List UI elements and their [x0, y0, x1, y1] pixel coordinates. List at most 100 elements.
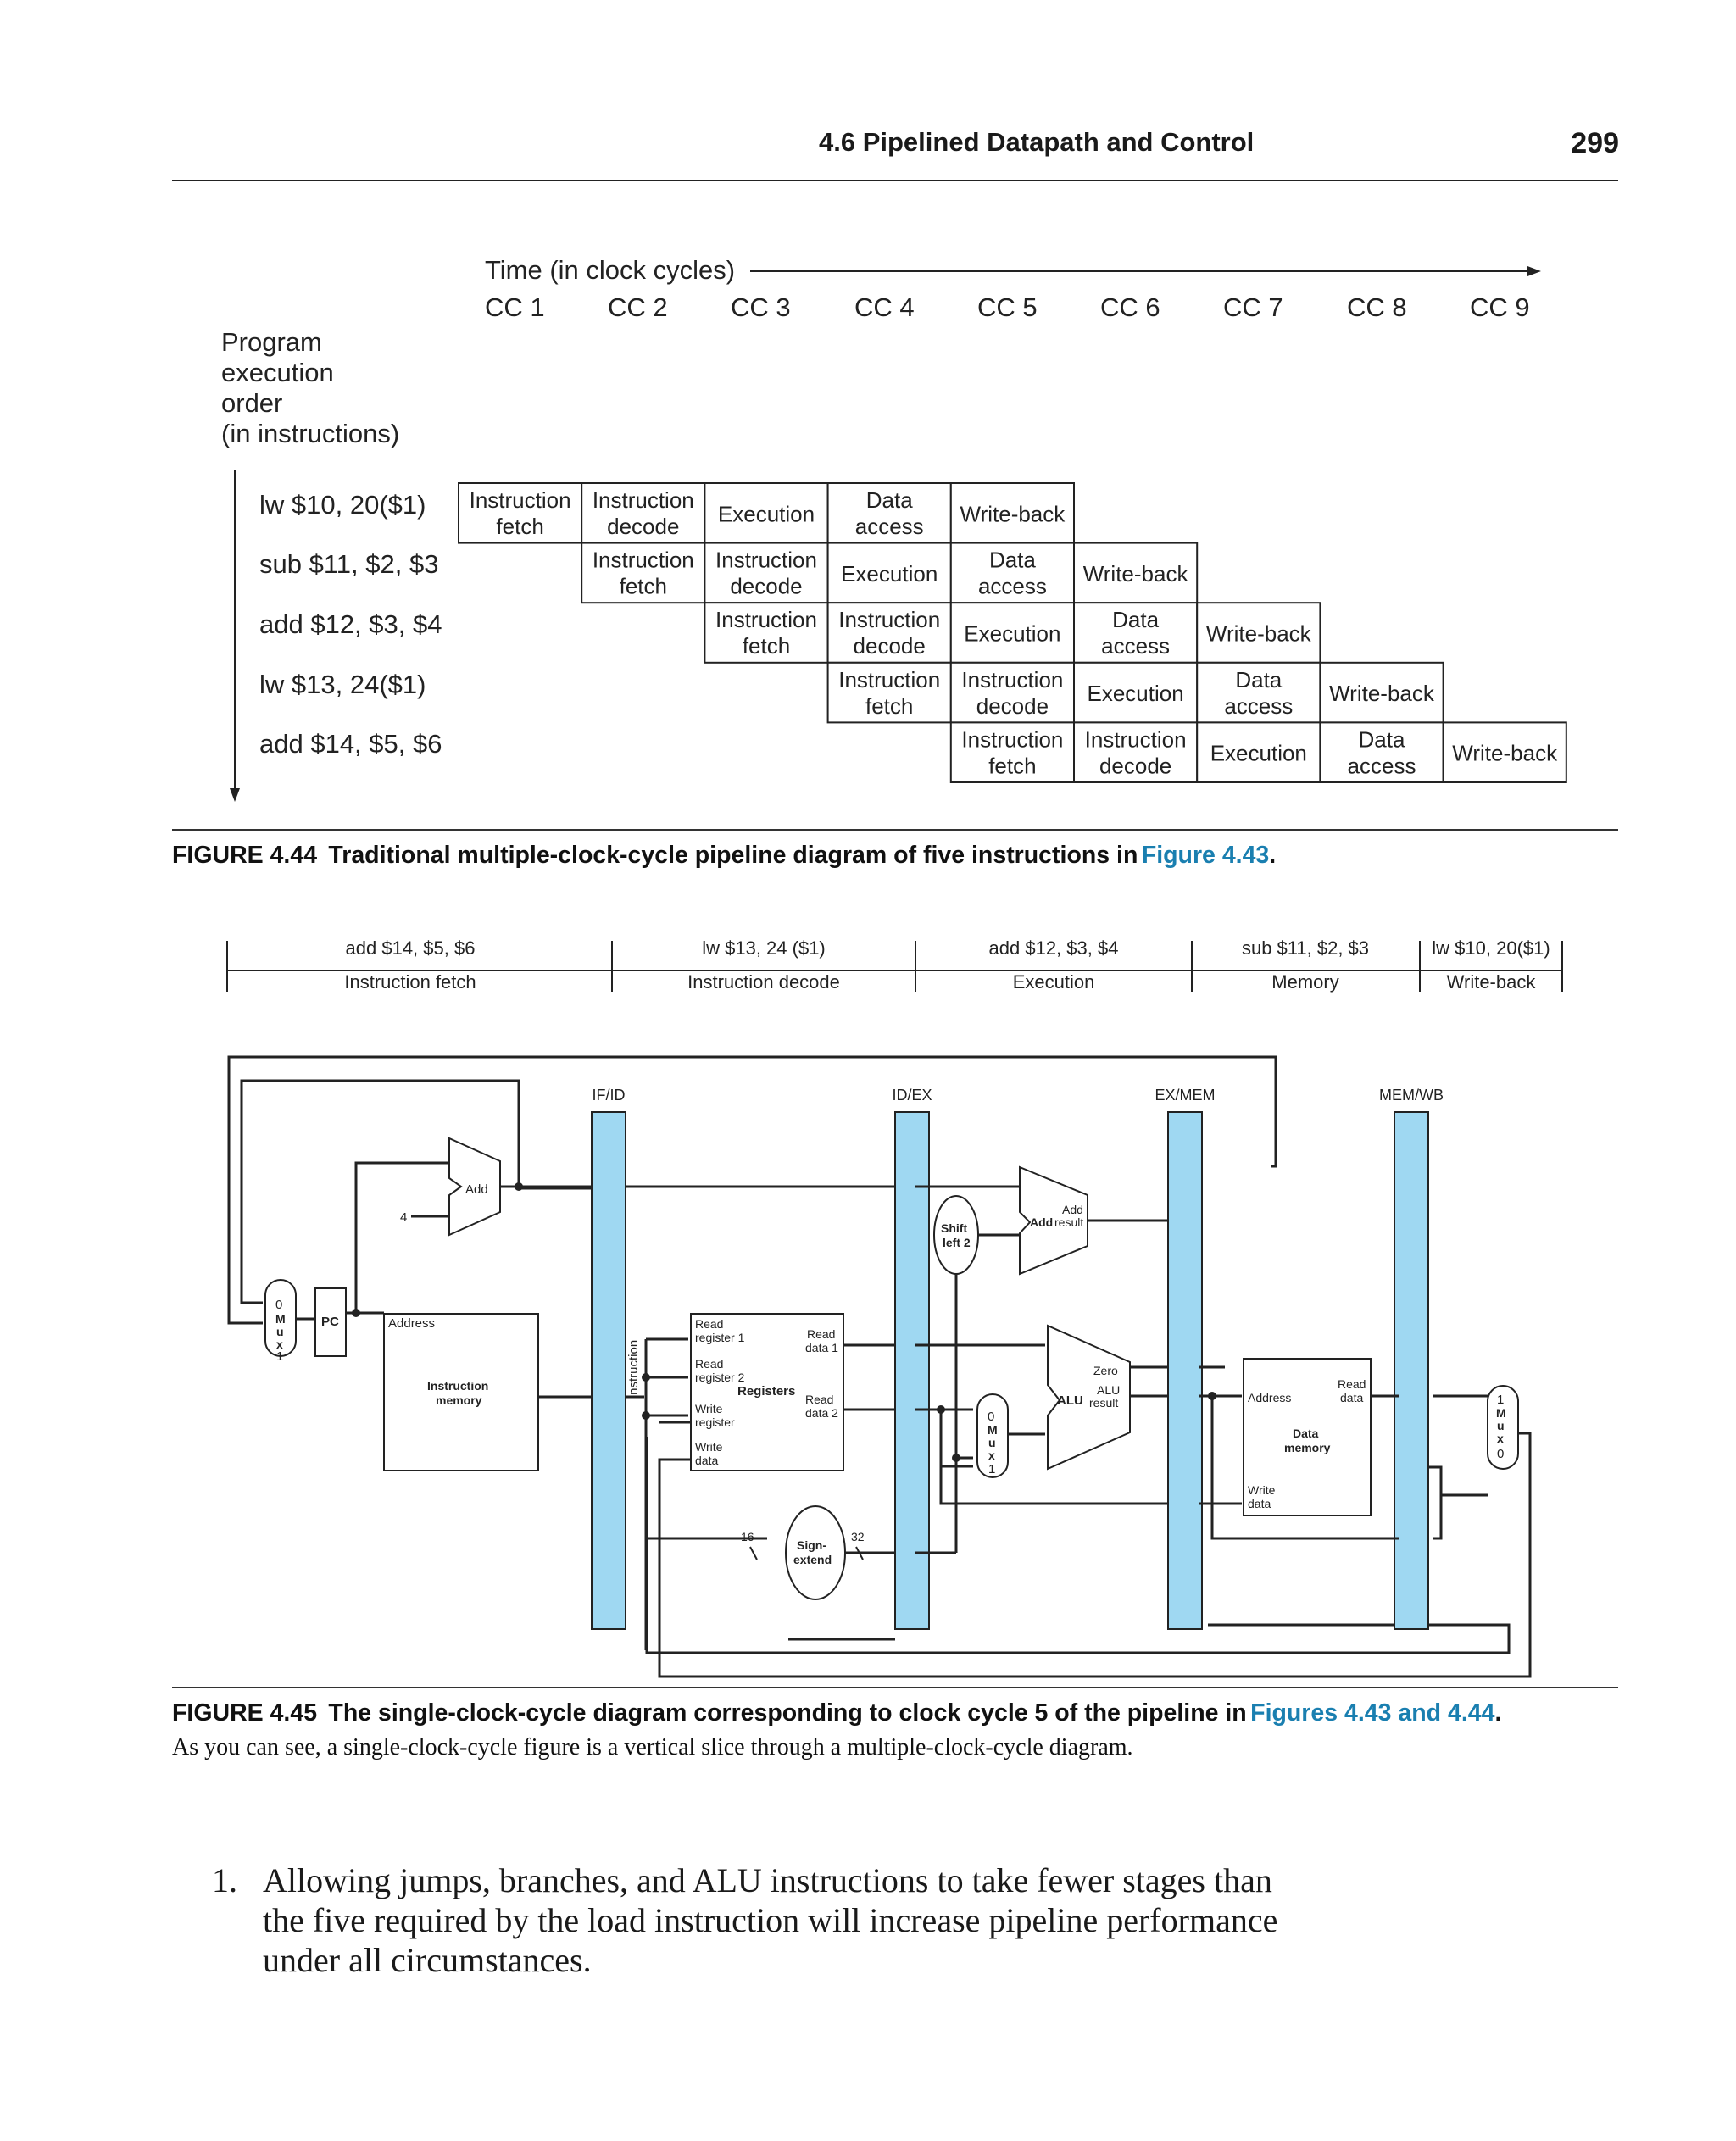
question-number: 1. — [212, 1861, 237, 1899]
instruction-label: sub $11, $2, $3 — [259, 549, 438, 579]
instruction-label: add $14, $5, $6 — [259, 729, 442, 759]
stage-cell — [581, 482, 706, 544]
stage-cell-label: Write-back — [1083, 561, 1189, 587]
svg-text:register 2: register 2 — [695, 1371, 745, 1384]
cycle-label: CC 5 — [977, 292, 1038, 322]
svg-text:PC: PC — [321, 1315, 339, 1329]
order-label-4: (in instructions) — [221, 419, 399, 448]
stage-cell-label: Execution — [1088, 681, 1184, 706]
stage-cell — [1073, 661, 1199, 724]
wire-junction — [952, 1454, 960, 1462]
pipeline-register — [1394, 1111, 1429, 1630]
time-label: Time (in clock cycles) — [485, 255, 735, 285]
svg-text:memory: memory — [1284, 1441, 1331, 1454]
svg-text:Data: Data — [1293, 1426, 1319, 1440]
stage-name: Instruction decode — [687, 971, 840, 993]
svg-text:M: M — [275, 1312, 286, 1326]
stage-cell — [704, 602, 829, 664]
stage-cell-label: access — [1348, 753, 1416, 778]
stage-cell-label: decode — [854, 633, 926, 659]
alu: ALU Zero ALU result — [1047, 1324, 1168, 1471]
order-label-2: execution — [221, 358, 334, 387]
figure-4-45-rule — [172, 1687, 1618, 1688]
stage-cell-label: access — [978, 574, 1047, 599]
stage-cell — [949, 661, 1076, 724]
instruction-memory: Address Instruction memory — [383, 1313, 592, 1471]
svg-text:data 2: data 2 — [805, 1406, 838, 1420]
branch-adder: Add Add result — [1019, 1165, 1088, 1276]
figure-4-43-link[interactable]: Figure 4.43 — [1141, 842, 1270, 869]
svg-text:Address: Address — [1248, 1391, 1291, 1404]
svg-text:Read: Read — [695, 1317, 723, 1331]
stage-cell-label: access — [855, 514, 924, 539]
svg-text:Registers: Registers — [737, 1384, 795, 1399]
stage-cell-label: Instruction — [593, 548, 694, 573]
stage-cell-label: Data — [989, 548, 1036, 573]
pipeline-register-label: IF/ID — [593, 1087, 626, 1104]
stage-cell — [704, 542, 829, 604]
svg-text:Zero: Zero — [1093, 1364, 1118, 1377]
stage-cell — [704, 482, 829, 544]
stage-cell — [826, 482, 952, 544]
svg-text:data 1: data 1 — [805, 1341, 838, 1354]
stage-name: Instruction fetch — [344, 971, 476, 993]
svg-text:register 1: register 1 — [695, 1331, 745, 1344]
figure-4-45-label: FIGURE 4.45 — [172, 1699, 318, 1727]
instruction-label: add $12, $3, $4 — [259, 609, 442, 639]
stage-cell — [1073, 721, 1199, 784]
stage-cell-label: Data — [866, 487, 913, 513]
cycle-label: CC 7 — [1223, 292, 1283, 322]
stage-cell-label: Instruction — [961, 726, 1063, 752]
pipeline-register — [1167, 1111, 1203, 1630]
stage-cell-label: Instruction — [1085, 726, 1187, 752]
stage-instruction: sub $11, $2, $3 — [1242, 937, 1369, 959]
shift-left-2: Shift left 2 — [933, 1195, 979, 1275]
cycle-label: CC 4 — [854, 292, 915, 322]
order-arrow-head — [230, 788, 240, 802]
stage-cell-label: decode — [730, 574, 802, 599]
svg-text:Write: Write — [695, 1402, 723, 1415]
stage-cell-label: Instruction — [715, 607, 817, 632]
time-arrow-head — [1527, 266, 1541, 276]
svg-text:data: data — [1248, 1497, 1271, 1510]
cycle-label: CC 8 — [1347, 292, 1407, 322]
svg-text:Sign-: Sign- — [797, 1538, 826, 1552]
pipeline-register-label: MEM/WB — [1379, 1087, 1444, 1104]
cycle-label: CC 2 — [608, 292, 668, 322]
caption-period: . — [1269, 842, 1277, 869]
svg-text:0: 0 — [1497, 1447, 1504, 1461]
stage-name: Write-back — [1447, 971, 1537, 993]
stage-cell-label: Execution — [718, 501, 815, 526]
running-head: 4.6 Pipelined Datapath and Control — [819, 127, 1255, 157]
instruction-label: lw $10, 20($1) — [259, 490, 426, 520]
svg-text:Write: Write — [695, 1440, 723, 1454]
stage-cell — [949, 482, 1076, 544]
order-label-3: order — [221, 388, 282, 418]
stage-cell-label: Data — [1112, 607, 1159, 632]
svg-text:Read: Read — [1338, 1377, 1366, 1391]
stage-instruction: lw $13, 24 ($1) — [702, 937, 826, 959]
svg-text:result: result — [1089, 1396, 1118, 1410]
pc-register: PC — [314, 1287, 384, 1357]
stage-cell-label: Execution — [1210, 741, 1307, 766]
svg-text:0: 0 — [988, 1410, 994, 1424]
svg-text:register: register — [695, 1415, 735, 1429]
stage-cell-label: Instruction — [470, 487, 571, 513]
svg-text:M: M — [988, 1423, 998, 1437]
stage-cell-label: Instruction — [838, 607, 940, 632]
stage-cell — [458, 482, 583, 544]
data-memory: Address Read data Data memory Write data — [1243, 1358, 1372, 1516]
stage-cell-label: Instruction — [593, 487, 694, 513]
stage-instruction: add $12, $3, $4 — [989, 937, 1119, 959]
figures-4-43-4-44-link[interactable]: Figures 4.43 and 4.44 — [1250, 1699, 1495, 1727]
svg-text:memory: memory — [436, 1393, 482, 1407]
stage-cell-label: Execution — [964, 621, 1060, 647]
pipeline-register-label: EX/MEM — [1155, 1087, 1215, 1104]
stage-cell-label: Instruction — [715, 548, 817, 573]
cycle-label: CC 3 — [731, 292, 791, 322]
svg-text:1: 1 — [1497, 1393, 1504, 1407]
stage-cell — [1073, 602, 1199, 664]
stage-cell-label: access — [1101, 633, 1170, 659]
stage-cell — [826, 661, 952, 724]
